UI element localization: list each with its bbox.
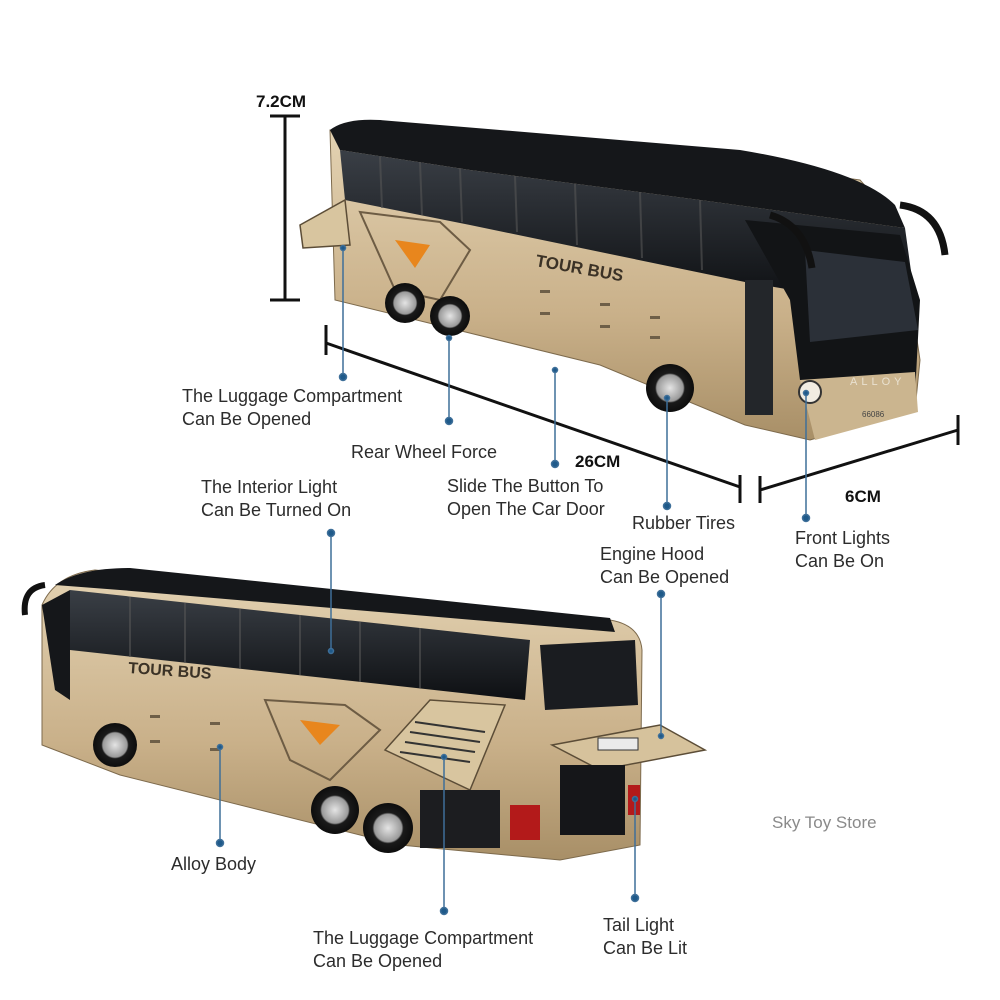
bottom-bus-front-wheel xyxy=(93,723,137,767)
bottom-bus-roof xyxy=(55,568,615,632)
top-bus-mirror-right xyxy=(768,211,816,269)
bottom-bus-rear-wheel-2 xyxy=(363,803,413,853)
top-bus-door xyxy=(745,280,773,415)
bottom-bus-luggage-bay xyxy=(420,790,500,848)
bottom-bus-rear-window xyxy=(540,640,638,710)
callout-slide-button: Slide The Button To Open The Car Door xyxy=(447,476,605,519)
top-bus-bumper xyxy=(800,372,918,440)
top-bus-headlight xyxy=(798,380,822,404)
bottom-bus-mirror xyxy=(21,582,46,616)
top-bus-rear-wheel-1 xyxy=(385,283,425,323)
top-bus: ALLOY 66086 TOUR BUS xyxy=(299,119,949,441)
height-dimension-label: 7.2CM xyxy=(256,92,307,111)
callout-luggage-bottom: The Luggage Compartment Can Be Opened xyxy=(313,928,534,971)
top-bus-rear-wheel-2 xyxy=(430,296,470,336)
width-dimension-label: 6CM xyxy=(845,487,881,506)
callout-leaders xyxy=(215,244,811,916)
bottom-bus-livery xyxy=(263,698,382,782)
bottom-bus-tail-light-left xyxy=(510,805,540,840)
callout-interior-light: The Interior Light Can Be Turned On xyxy=(201,477,352,520)
bottom-bus-destination: TOUR BUS xyxy=(128,660,213,683)
callout-engine-hood: Engine Hood Can Be Opened xyxy=(600,544,730,587)
bottom-bus-engine-bay xyxy=(560,765,625,835)
store-watermark: Sky Toy Store xyxy=(772,813,877,832)
top-bus-window-pillars xyxy=(379,156,703,271)
top-bus-livery xyxy=(358,210,472,302)
callout-luggage-top: The Luggage Compartment Can Be Opened xyxy=(182,386,403,429)
bottom-bus-rear-plate xyxy=(597,737,639,751)
callout-tail-light: Tail Light Can Be Lit xyxy=(603,915,688,958)
top-bus-brand: ALLOY xyxy=(850,376,905,388)
length-dimension-label: 26CM xyxy=(575,452,621,471)
top-bus-luggage-door xyxy=(299,198,351,249)
top-bus-mirror-left xyxy=(899,201,949,256)
bottom-bus-rear-wheel-1 xyxy=(311,786,359,834)
top-bus-front-wheel xyxy=(646,364,694,412)
bottom-bus: TOUR BUS xyxy=(21,568,708,861)
callout-alloy-body: Alloy Body xyxy=(171,854,257,874)
bottom-bus-window-pillars xyxy=(129,597,421,688)
callout-front-lights: Front Lights Can Be On xyxy=(795,528,891,571)
bottom-bus-front-black xyxy=(42,590,70,700)
top-bus-windshield xyxy=(805,250,918,342)
top-bus-plate: 66086 xyxy=(862,410,885,419)
top-bus-roof xyxy=(330,119,905,228)
callout-rear-wheel: Rear Wheel Force xyxy=(351,442,498,462)
dimension-lines xyxy=(270,114,960,503)
callout-rubber-tires: Rubber Tires xyxy=(632,513,736,533)
